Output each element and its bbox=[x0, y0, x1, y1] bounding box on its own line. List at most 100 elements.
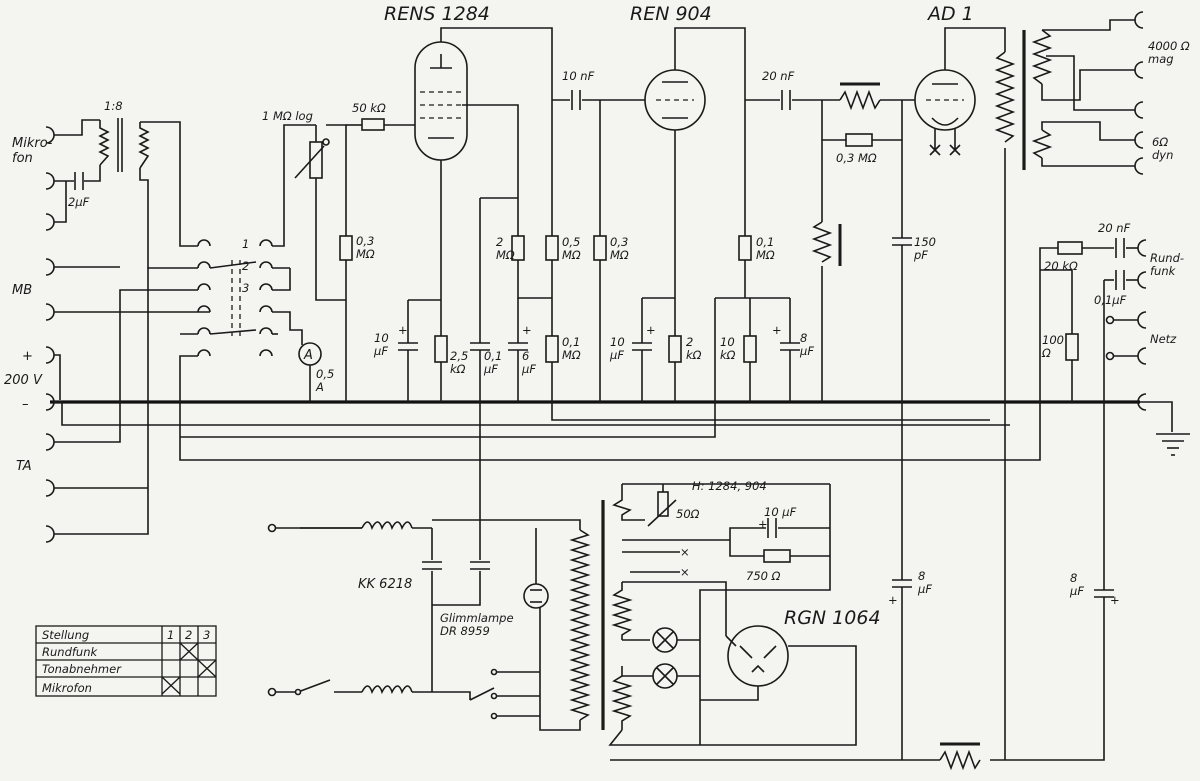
table-cross-mark bbox=[161, 676, 181, 695]
input-jacks bbox=[45, 126, 55, 543]
cross-a: × bbox=[680, 545, 690, 559]
label-ta: TA bbox=[16, 459, 32, 474]
table-header-3: 3 bbox=[203, 628, 210, 642]
label-mikrofon: Mikro-fon bbox=[12, 136, 53, 166]
label-c-20nF-b: 20 nF bbox=[1098, 221, 1131, 235]
capacitor-8uF-c bbox=[990, 589, 1114, 761]
resistor-variable-bias bbox=[811, 221, 842, 266]
label-mb: MB bbox=[12, 283, 32, 298]
capacitor-150pF bbox=[892, 140, 912, 402]
resistor-100 bbox=[1065, 333, 1079, 402]
capacitor-20nF bbox=[781, 90, 791, 110]
svg-text:+: + bbox=[888, 593, 898, 607]
tube1-label: RENS 1284 bbox=[384, 3, 490, 25]
label-r-0-3M-c: 0,3 MΩ bbox=[836, 151, 877, 165]
label-r-50: 50Ω bbox=[676, 507, 700, 521]
rectifier-label: RGN 1064 bbox=[784, 607, 881, 629]
polarity-marks: + + + + + + + bbox=[398, 323, 1120, 607]
capacitor-10nF bbox=[571, 90, 581, 110]
resistor-0-3M-a bbox=[339, 235, 353, 261]
svg-text:+: + bbox=[758, 517, 768, 531]
filter-choke-resistor bbox=[939, 742, 981, 771]
mains-terminals bbox=[1105, 315, 1115, 361]
label-c-20nF: 20 nF bbox=[762, 69, 795, 83]
tube3-label: AD 1 bbox=[926, 3, 974, 25]
label-plus: + bbox=[22, 349, 33, 364]
resistor-50k bbox=[361, 118, 385, 131]
heater-winding bbox=[612, 483, 830, 527]
svg-text:+: + bbox=[772, 323, 782, 337]
label-c-0-1uF-b: 0,1µF bbox=[1094, 293, 1127, 307]
speaker-jacks bbox=[1134, 11, 1144, 175]
capacitor-10uF-c bbox=[729, 518, 830, 540]
resistor-grid-stopper bbox=[839, 82, 881, 111]
output-transformer bbox=[994, 19, 1135, 760]
capacitor-0-1uF-a bbox=[470, 197, 518, 560]
svg-text:+: + bbox=[398, 323, 408, 337]
switch-pos-3: 3 bbox=[242, 281, 249, 295]
label-200v: 200 V bbox=[4, 373, 43, 388]
capacitor-mains-a bbox=[422, 528, 442, 692]
selector-switch bbox=[197, 239, 273, 357]
table-marks bbox=[161, 642, 217, 695]
resistor-0-1M-b bbox=[715, 235, 790, 299]
table-row-label: Tonabnehmer bbox=[42, 662, 122, 676]
label-c-10uF-c: 10 µF bbox=[764, 505, 797, 519]
capacitor-8uF-a bbox=[780, 298, 800, 402]
tube-ren-904 bbox=[644, 27, 746, 336]
capacitor-0-1uF-b bbox=[1115, 270, 1125, 290]
antenna-jacks bbox=[1137, 239, 1147, 411]
ammeter-label: A bbox=[303, 348, 313, 363]
input-transformer bbox=[98, 118, 198, 268]
capacitor-mains-b bbox=[432, 561, 490, 606]
voltage-selector bbox=[469, 668, 540, 720]
resistor-0-1M-a bbox=[545, 335, 990, 421]
label-c-10nF: 10 nF bbox=[562, 69, 595, 83]
resistor-2-5k bbox=[434, 335, 448, 402]
resistor-0-5M bbox=[545, 235, 559, 336]
label-r-750: 750 Ω bbox=[746, 569, 781, 583]
table-cross-mark bbox=[197, 659, 217, 678]
power-transformer bbox=[569, 500, 605, 730]
tube-rgn-1064 bbox=[700, 625, 857, 746]
choke-kk6218 bbox=[361, 521, 413, 695]
tube-ad1 bbox=[914, 27, 1006, 156]
label-c-2uF: 2µF bbox=[68, 195, 90, 209]
table-header-2: 2 bbox=[185, 628, 192, 642]
plate-winding bbox=[608, 666, 940, 761]
table-header-stellung: Stellung bbox=[42, 628, 89, 642]
label-r-20k: 20 kΩ bbox=[1044, 259, 1078, 273]
resistor-0-3M-b bbox=[593, 100, 607, 402]
switch-position-table: Stellung 1 2 3 Rundfunk Tonabnehmer Mikr… bbox=[35, 625, 217, 697]
label-choke: KK 6218 bbox=[358, 577, 412, 592]
resistor-750 bbox=[729, 540, 830, 563]
switch-pos-1: 1 bbox=[242, 237, 249, 251]
svg-text:+: + bbox=[1110, 593, 1120, 607]
table-row-label: Mikrofon bbox=[42, 681, 92, 695]
label-trafo-ratio: 1:8 bbox=[104, 99, 123, 113]
tube-rens-1284 bbox=[414, 27, 553, 336]
svg-text:+: + bbox=[522, 323, 532, 337]
glow-lamp bbox=[523, 528, 549, 609]
capacitor-20nF-b bbox=[1115, 238, 1125, 258]
table-cross-mark bbox=[179, 642, 199, 661]
label-minus: – bbox=[22, 397, 29, 412]
label-pot: 1 MΩ log bbox=[262, 109, 313, 123]
rect-filament-winding bbox=[611, 581, 727, 641]
capacitor-8uF-b bbox=[892, 402, 912, 760]
